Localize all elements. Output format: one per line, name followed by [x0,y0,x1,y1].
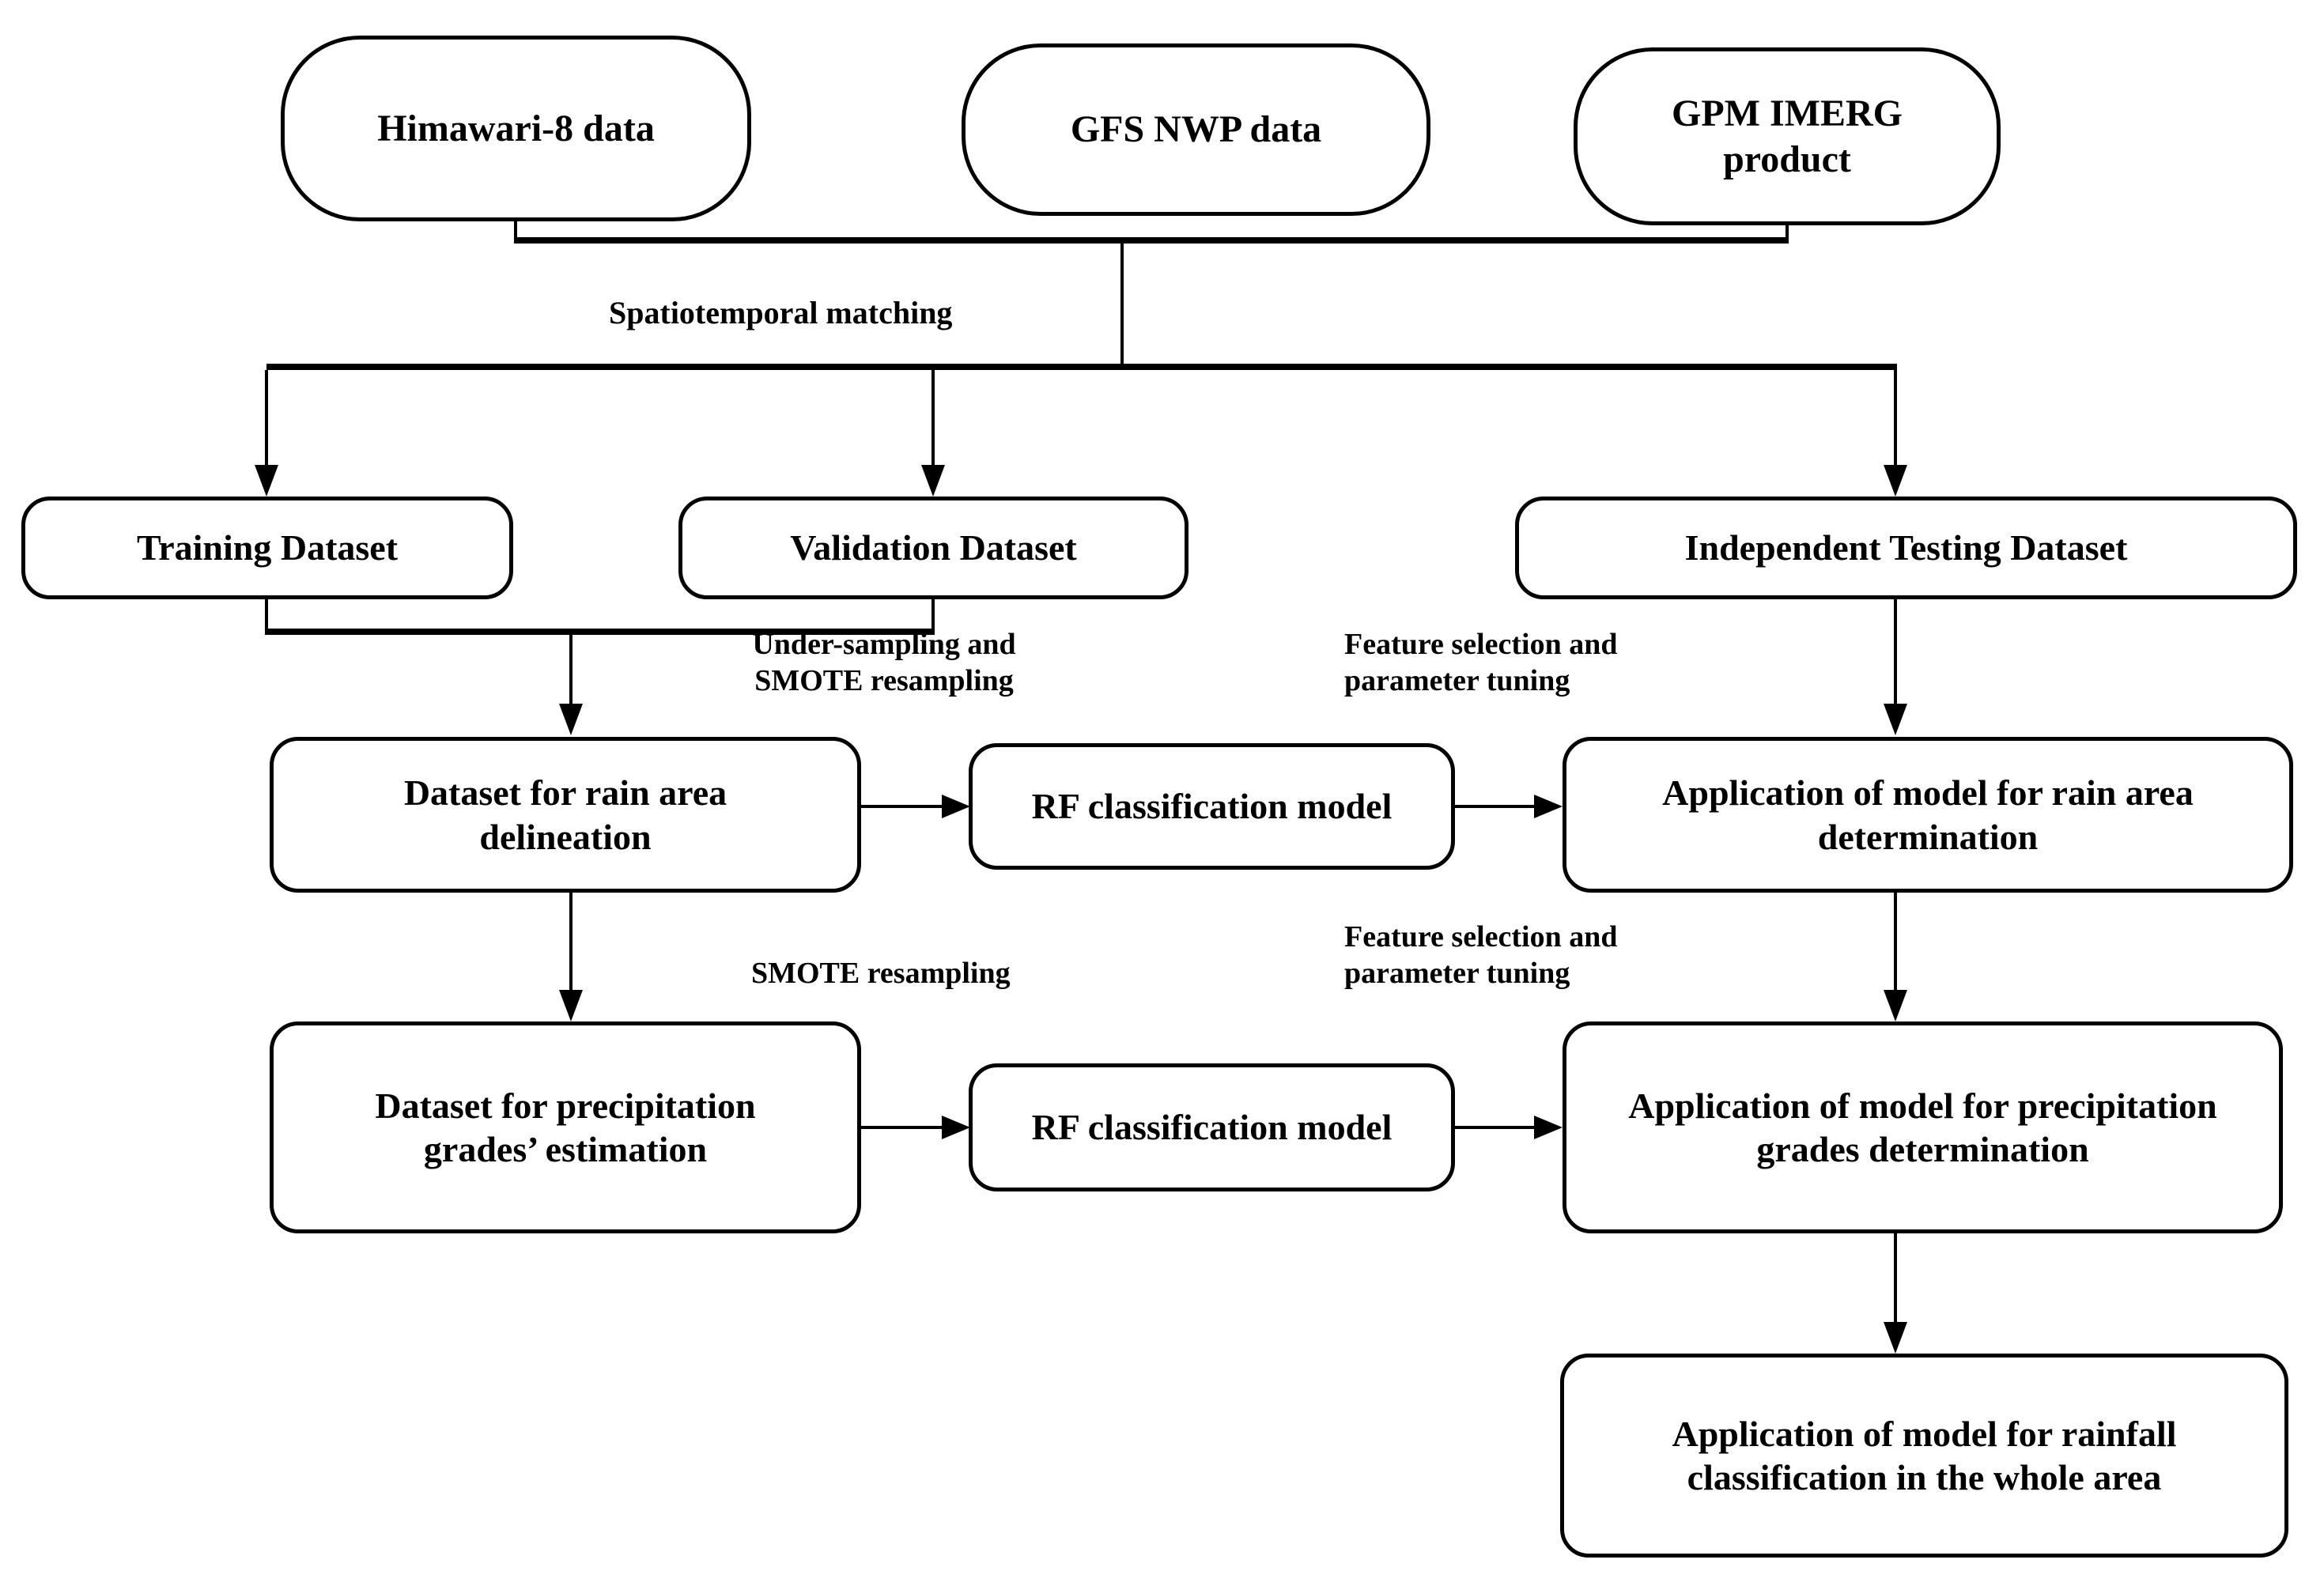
node-application-whole-area: Application of model for rainfall classi… [1560,1354,2288,1558]
arrowhead-right-rf1-icon [942,795,970,818]
node-gfs-nwp-data: GFS NWP data [962,43,1430,216]
arrowhead-down-app-whole-icon [1884,1322,1907,1354]
node-rf-classification-model-1: RF classification model [969,743,1455,870]
arrowhead-down-app-rain-icon [1884,704,1907,735]
arrowhead-right-app-rain-icon [1534,795,1563,818]
arrowhead-down-validation-icon [921,465,945,497]
connector-down-app-rain [1894,599,1897,705]
node-dataset-precipitation-grades: Dataset for precipitation grades’ estima… [270,1021,861,1233]
node-gfs-nwp-data-label: GFS NWP data [1070,108,1322,151]
label-undersampling-smote: Under-sampling and SMOTE resampling [752,628,1016,698]
connector-down-training [265,370,268,466]
connector-branch-line [266,364,1897,370]
node-himawari-data-label: Himawari-8 data [377,107,655,149]
node-gpm-imerg-product: GPM IMERG product [1574,47,2001,225]
connector-center-descent [1120,244,1124,365]
connector-down-app-whole [1894,1233,1897,1324]
node-application-whole-area-label: Application of model for rainfall classi… [1672,1413,2177,1497]
connector-down-dataset-precip [569,893,572,991]
node-independent-testing-dataset: Independent Testing Dataset [1515,497,2297,599]
connector-stub-gpm [1786,224,1789,240]
node-rf-classification-model-2-label: RF classification model [1031,1107,1393,1148]
connector-right-app-rain [1455,805,1536,808]
label-smote-resampling: SMOTE resampling [751,957,1011,990]
connector-right-rf1 [861,805,943,808]
node-validation-dataset-label: Validation Dataset [790,527,1077,568]
arrowhead-down-dataset-rain-icon [559,704,583,735]
label-feature-tuning-1: Feature selection and parameter tuning [1344,628,1618,698]
node-application-precipitation-grades: Application of model for precipitation g… [1563,1021,2283,1233]
label-feature-tuning-2: Feature selection and parameter tuning [1344,920,1618,991]
connector-down-app-precip [1894,893,1897,991]
node-application-precipitation-grades-label: Application of model for precipitation g… [1628,1085,2217,1169]
connector-down-dataset-rain [569,635,572,705]
connector-merge-line-top [514,237,1789,244]
connector-down-validation [931,370,935,466]
arrowhead-down-dataset-precip-icon [559,990,583,1021]
label-spatiotemporal-matching: Spatiotemporal matching [609,295,953,330]
node-training-dataset: Training Dataset [21,497,513,599]
node-rf-classification-model-2: RF classification model [969,1063,1455,1191]
node-gpm-imerg-product-label: GPM IMERG product [1672,92,1903,180]
connector-stub-himawari [514,220,517,240]
connector-down-testing [1894,370,1897,466]
node-dataset-precipitation-grades-label: Dataset for precipitation grades’ estima… [375,1085,756,1169]
node-independent-testing-dataset-label: Independent Testing Dataset [1684,527,2128,568]
connector-right-app-precip [1455,1126,1536,1129]
arrowhead-down-testing-icon [1884,465,1907,497]
connector-right-rf2 [861,1126,943,1129]
node-training-dataset-label: Training Dataset [136,527,399,568]
arrowhead-right-app-precip-icon [1534,1116,1563,1139]
connector-stub-training [265,599,268,632]
connector-stub-validation [931,599,935,632]
node-dataset-rain-area: Dataset for rain area delineation [270,737,861,893]
arrowhead-down-training-icon [255,465,278,497]
arrowhead-down-app-precip-icon [1884,990,1907,1021]
arrowhead-right-rf2-icon [942,1116,970,1139]
node-application-rain-area-label: Application of model for rain area deter… [1662,772,2194,857]
node-validation-dataset: Validation Dataset [678,497,1188,599]
node-dataset-rain-area-label: Dataset for rain area delineation [403,772,727,857]
connector-bracket-line [265,629,935,635]
node-rf-classification-model-1-label: RF classification model [1031,786,1393,827]
node-application-rain-area: Application of model for rain area deter… [1563,737,2293,893]
node-himawari-data: Himawari-8 data [281,36,751,221]
